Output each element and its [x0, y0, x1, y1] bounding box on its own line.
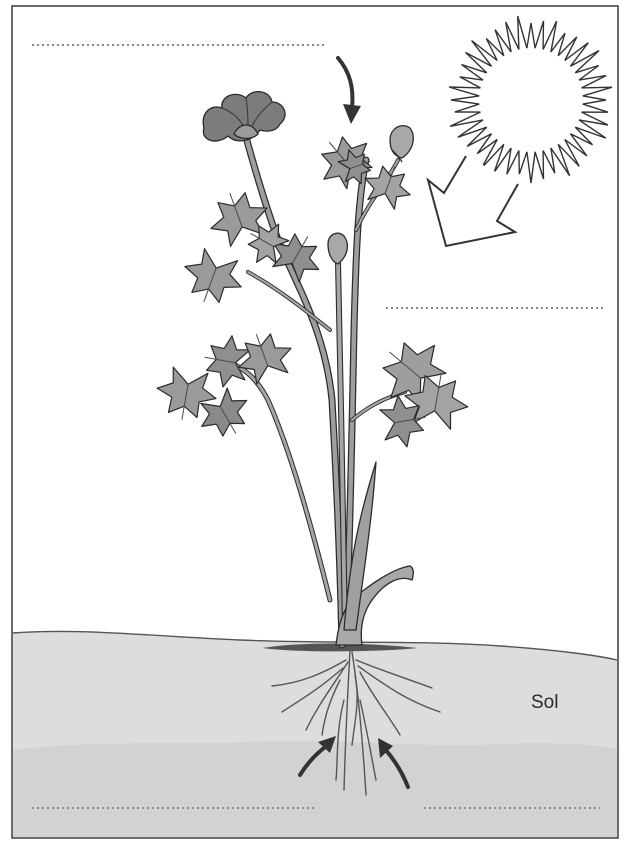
bud-upper-right — [390, 126, 413, 162]
outline-arrow-icon — [428, 156, 518, 246]
leaf — [176, 244, 249, 312]
sun-rays — [449, 16, 612, 183]
soil-label: Sol — [531, 692, 558, 713]
sun-icon — [449, 16, 612, 183]
leaf — [200, 332, 252, 391]
leaves — [152, 124, 472, 450]
bud-middle — [328, 233, 347, 264]
flower — [203, 92, 285, 141]
curved-arrow-down-icon — [338, 58, 361, 124]
